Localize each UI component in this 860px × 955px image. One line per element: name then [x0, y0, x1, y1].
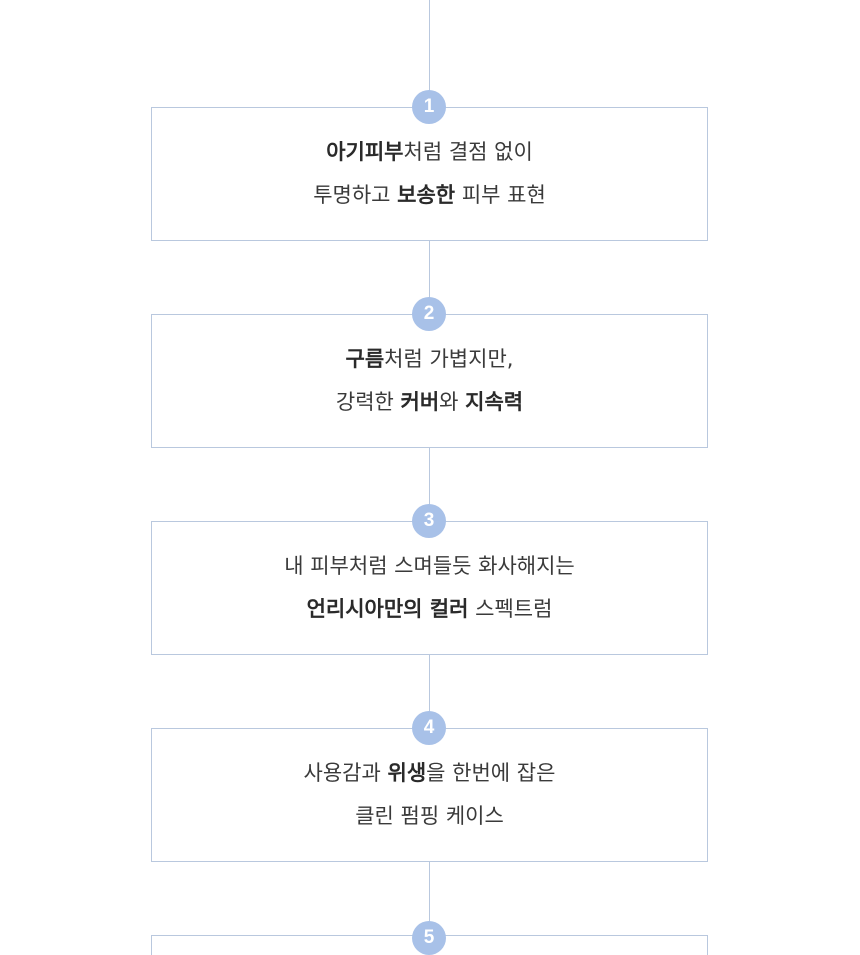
- step-box-2: 구름처럼 가볍지만, 강력한 커버와 지속력: [151, 314, 708, 448]
- step-3-text: 스펙트럼: [468, 597, 553, 621]
- step-2-text: 처럼 가볍지만,: [384, 347, 514, 371]
- step-2-text: 강력한: [335, 390, 401, 414]
- step-2-text: 와: [439, 390, 466, 414]
- step-1-highlight: 아기피부: [326, 140, 404, 164]
- step-4-text: 을 한번에 잡은: [426, 761, 556, 785]
- step-3-line-2: 언리시아만의 컬러 스펙트럼: [307, 588, 553, 631]
- step-number-badge-4: 4: [412, 711, 446, 745]
- step-4-text: 클린 펌핑 케이스: [355, 804, 504, 828]
- step-1-text: 처럼 결점 없이: [403, 140, 533, 164]
- step-number-badge-2: 2: [412, 297, 446, 331]
- step-1-line-2: 투명하고 보송한 피부 표현: [313, 174, 546, 217]
- step-box-1: 아기피부처럼 결점 없이 투명하고 보송한 피부 표현: [151, 107, 708, 241]
- step-4-text: 사용감과: [303, 761, 388, 785]
- step-1-text: 피부 표현: [455, 183, 546, 207]
- step-1-line-1: 아기피부처럼 결점 없이: [326, 131, 533, 174]
- step-3-line-1: 내 피부처럼 스며들듯 화사해지는: [284, 545, 575, 588]
- step-2-line-2: 강력한 커버와 지속력: [336, 381, 523, 424]
- step-2-highlight: 지속력: [465, 390, 524, 414]
- step-number-badge-5: 5: [412, 921, 446, 955]
- step-3-highlight: 언리시아만의 컬러: [306, 597, 469, 621]
- step-3-text: 내 피부처럼 스며들듯 화사해지는: [284, 554, 575, 578]
- step-1-text: 투명하고: [313, 183, 398, 207]
- step-box-3: 내 피부처럼 스며들듯 화사해지는 언리시아만의 컬러 스펙트럼: [151, 521, 708, 655]
- step-number-badge-1: 1: [412, 90, 446, 124]
- step-number-badge-3: 3: [412, 504, 446, 538]
- step-2-highlight: 커버: [400, 390, 440, 414]
- step-4-line-1: 사용감과 위생을 한번에 잡은: [304, 752, 556, 795]
- step-4-line-2: 클린 펌핑 케이스: [355, 795, 504, 838]
- step-2-highlight: 구름: [345, 347, 385, 371]
- step-4-highlight: 위생: [387, 761, 427, 785]
- step-box-4: 사용감과 위생을 한번에 잡은 클린 펌핑 케이스: [151, 728, 708, 862]
- step-2-line-1: 구름처럼 가볍지만,: [346, 338, 514, 381]
- step-1-highlight: 보송한: [397, 183, 456, 207]
- timeline-connector-line: [429, 0, 430, 955]
